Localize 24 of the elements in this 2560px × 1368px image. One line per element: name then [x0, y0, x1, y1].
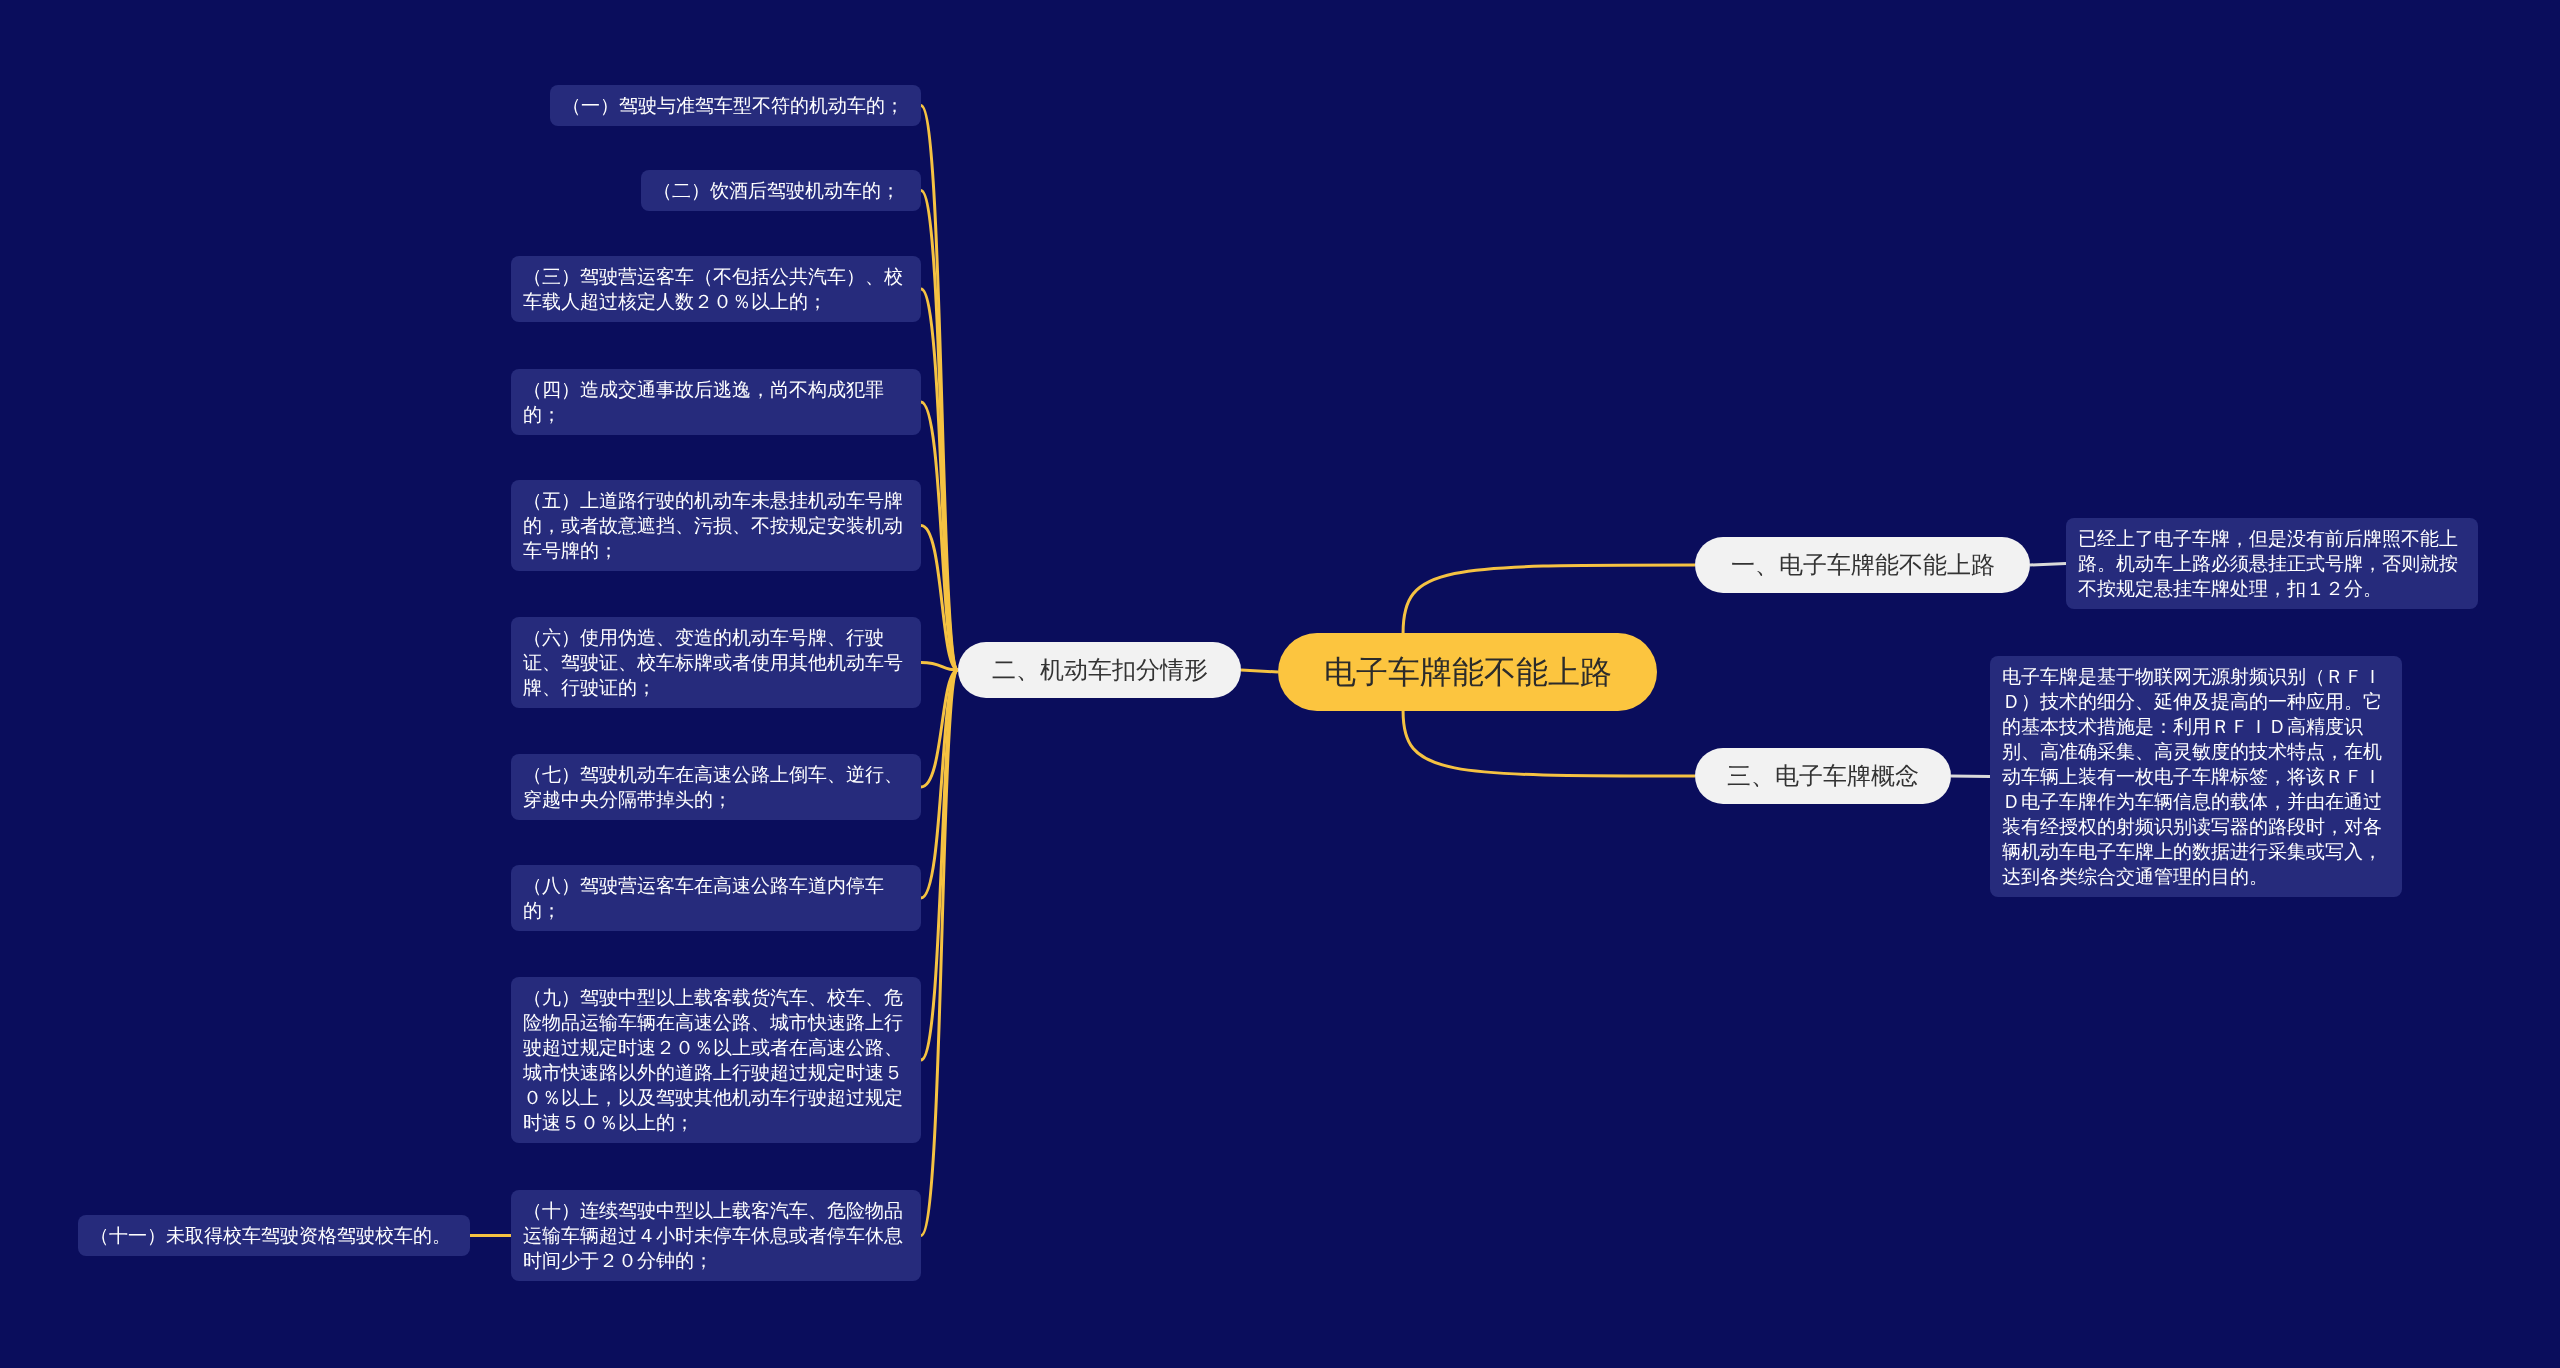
detail-card: （十一）未取得校车驾驶资格驾驶校车的。: [78, 1215, 470, 1256]
connector-line: [2029, 562, 2067, 567]
detail-card: （九）驾驶中型以上载客载货汽车、校车、危险物品运输车辆在高速公路、城市快速路上行驶超过规定时速２０％以上或者在高速公路、城市快速路以外的道路上行驶超过规定时速５０％以上，以及驾驶其他机动车行驶超过规定时速５０％以上的；: [511, 977, 921, 1143]
detail-card: （十）连续驾驶中型以上载客汽车、危险物品运输车辆超过４小时未停车休息或者停车休息时间少于２０分钟的；: [511, 1190, 921, 1281]
detail-card: （一）驾驶与准驾车型不符的机动车的；: [550, 85, 921, 126]
connector-line: [470, 1234, 511, 1237]
detail-card: 已经上了电子车牌，但是没有前后牌照不能上路。机动车上路必须悬挂正式号牌，否则就按不按规定悬挂车牌处理，扣１２分。: [2066, 518, 2478, 609]
connector-line: [1240, 668, 1279, 674]
detail-card: （六）使用伪造、变造的机动车号牌、行驶证、驾驶证、校车标牌或者使用其他机动车号牌、行驶证的；: [511, 617, 921, 708]
branch-topic: 一、电子车牌能不能上路: [1695, 537, 2030, 593]
detail-card: （八）驾驶营运客车在高速公路车道内停车的；: [511, 865, 921, 931]
detail-card: （四）造成交通事故后逃逸，尚不构成犯罪的；: [511, 369, 921, 435]
central-topic: 电子车牌能不能上路: [1278, 633, 1657, 711]
detail-card: （三）驾驶营运客车（不包括公共汽车）、校车载人超过核定人数２０％以上的；: [511, 256, 921, 322]
branch-topic: 二、机动车扣分情形: [958, 642, 1241, 698]
detail-card: （五）上道路行驶的机动车未悬挂机动车号牌的，或者故意遮挡、污损、不按规定安装机动车号牌的；: [511, 480, 921, 571]
connector-line: [1950, 774, 1991, 778]
connector-line: [1401, 710, 1695, 778]
connector-line: [1401, 563, 1695, 634]
connector-line: [919, 669, 960, 1237]
detail-card: 电子车牌是基于物联网无源射频识别（ＲＦＩＤ）技术的细分、延伸及提高的一种应用。它的基本技术措施是：利用ＲＦＩＤ高精度识别、高准确采集、高灵敏度的技术特点，在机动车辆上装有一枚电子车牌标签，将该ＲＦＩＤ电子车牌作为车辆信息的载体，并由在通过装有经授权的射频识别读写器的路段时，对各辆机动车电子车牌上的数据进行采集或写入，达到各类综合交通管理的目的。: [1990, 656, 2402, 897]
detail-card: （七）驾驶机动车在高速公路上倒车、逆行、穿越中央分隔带掉头的；: [511, 754, 921, 820]
detail-card: （二）饮酒后驾驶机动车的；: [641, 170, 921, 211]
branch-topic: 三、电子车牌概念: [1695, 748, 1951, 804]
